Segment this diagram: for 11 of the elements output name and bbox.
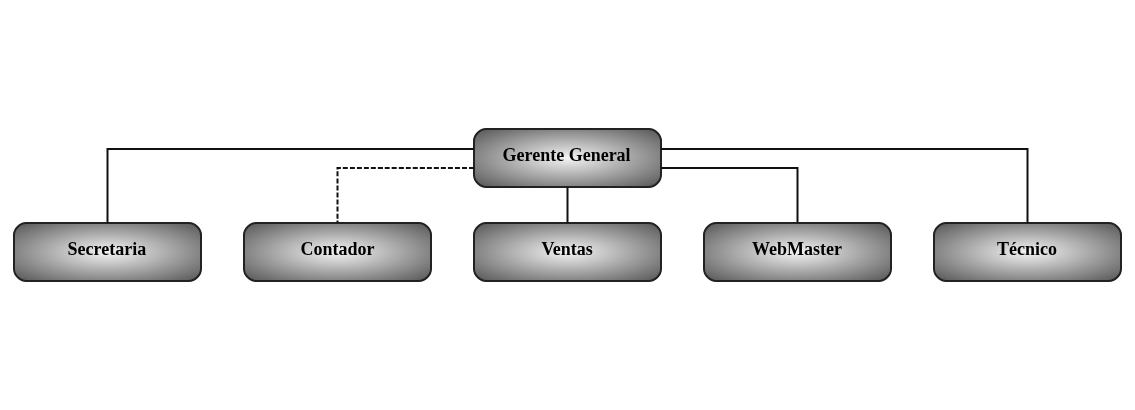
- connector: [660, 148, 1029, 224]
- node-box: Gerente General: [473, 128, 662, 188]
- connector: [660, 167, 799, 224]
- node-box: Ventas: [473, 222, 662, 282]
- node-box: WebMaster: [703, 222, 892, 282]
- node-box: Contador: [243, 222, 432, 282]
- connector: [106, 148, 475, 224]
- node-box: Secretaria: [13, 222, 202, 282]
- node-box: Técnico: [933, 222, 1122, 282]
- connector: [566, 186, 569, 224]
- connector: [336, 167, 475, 224]
